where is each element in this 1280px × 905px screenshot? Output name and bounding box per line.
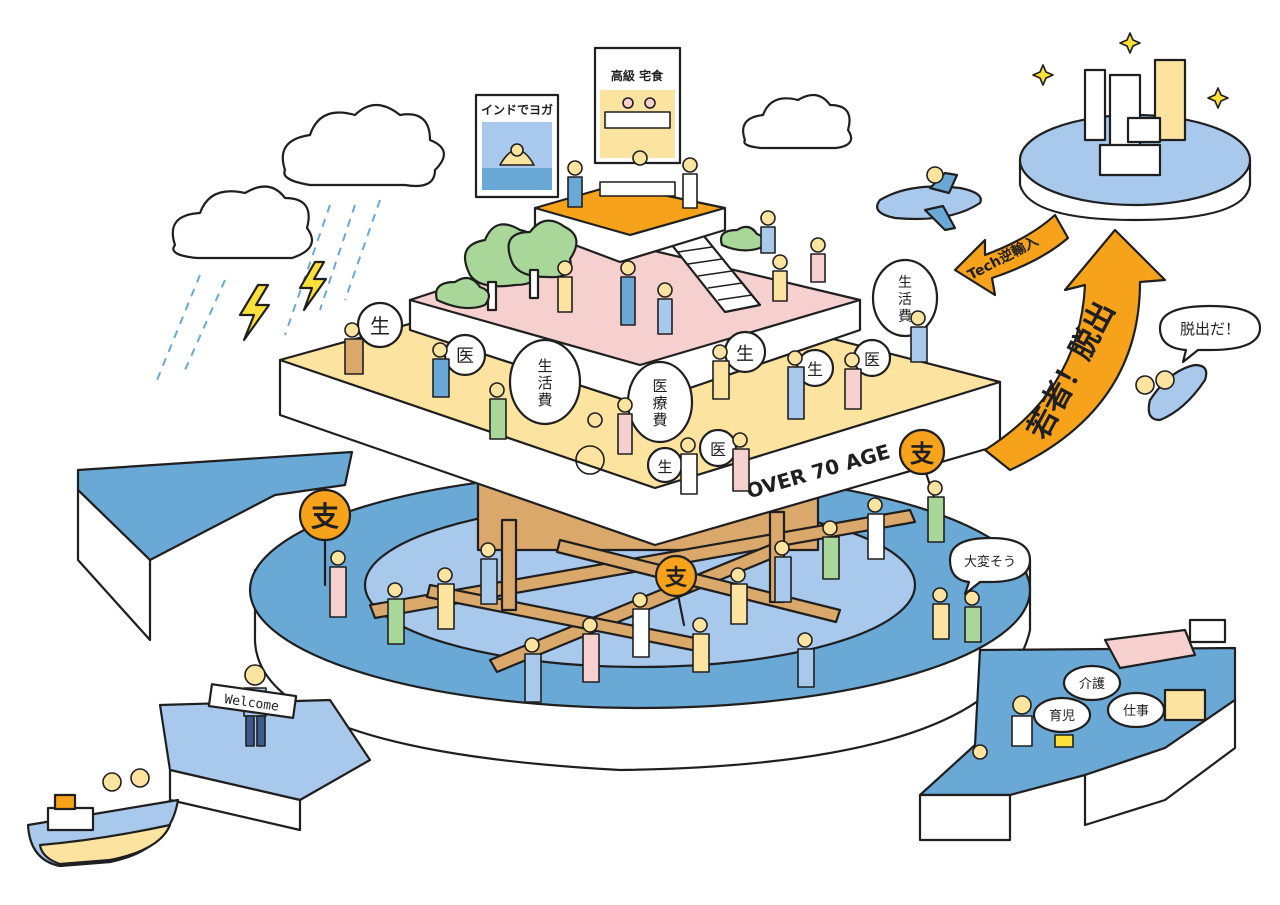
family-room xyxy=(972,618,1227,760)
i-bubble-3: 医 xyxy=(710,440,726,459)
dasshutsu-label: 脱出だ！ xyxy=(1180,320,1240,338)
seikatsuhi-bubble-1: 生活費 xyxy=(537,357,552,409)
airplane-icon xyxy=(876,166,982,232)
i-bubble-1: 医 xyxy=(456,346,474,367)
sei-bubble-1: 生 xyxy=(370,314,390,338)
food-board: 高級 宅食 xyxy=(593,46,682,165)
support-fan-label-2: 支 xyxy=(665,566,688,591)
rain-drops xyxy=(154,199,381,386)
airplane-escape-icon xyxy=(1135,363,1208,422)
iryouhi-bubble: 医療費 xyxy=(652,377,667,429)
ikuji-bubble: 育児 xyxy=(1049,708,1075,724)
kaigo-bubble: 介護 xyxy=(1079,676,1105,692)
shigoto-bubble: 仕事 xyxy=(1123,704,1149,719)
lightning-icon xyxy=(238,260,328,342)
support-fans: 支 支 支 xyxy=(298,428,946,627)
boat-icon xyxy=(26,768,180,868)
support-fan-label-3: 支 xyxy=(910,440,935,468)
sei-bubble-2: 生 xyxy=(736,344,754,365)
tech-city-island xyxy=(1018,32,1252,222)
takushoku-label: 高級 宅食 xyxy=(611,68,664,83)
i-bubble-2: 医 xyxy=(864,350,880,369)
seikatsuhi-bubble-2: 生活費 xyxy=(898,275,912,325)
tech-arrow: Tech逆輸入 xyxy=(953,213,1070,297)
yoga-label: インドでヨガ xyxy=(481,102,553,117)
speech-bubbles: 脱出だ！ 大変そう 生 医 生 生 医 医 生 生活費 医療費 生活費 介護 育… xyxy=(356,258,1262,734)
support-fan-label-1: 支 xyxy=(311,500,339,533)
storm-clouds xyxy=(171,103,445,260)
taihen-label: 大変そう xyxy=(964,554,1016,570)
yoga-board: インドでヨガ xyxy=(474,93,560,199)
welcome-person: Welcome xyxy=(207,664,298,747)
people xyxy=(329,150,982,703)
small-cloud xyxy=(742,93,853,150)
sei-bubble-4: 生 xyxy=(657,458,672,476)
sei-bubble-3: 生 xyxy=(807,360,823,379)
